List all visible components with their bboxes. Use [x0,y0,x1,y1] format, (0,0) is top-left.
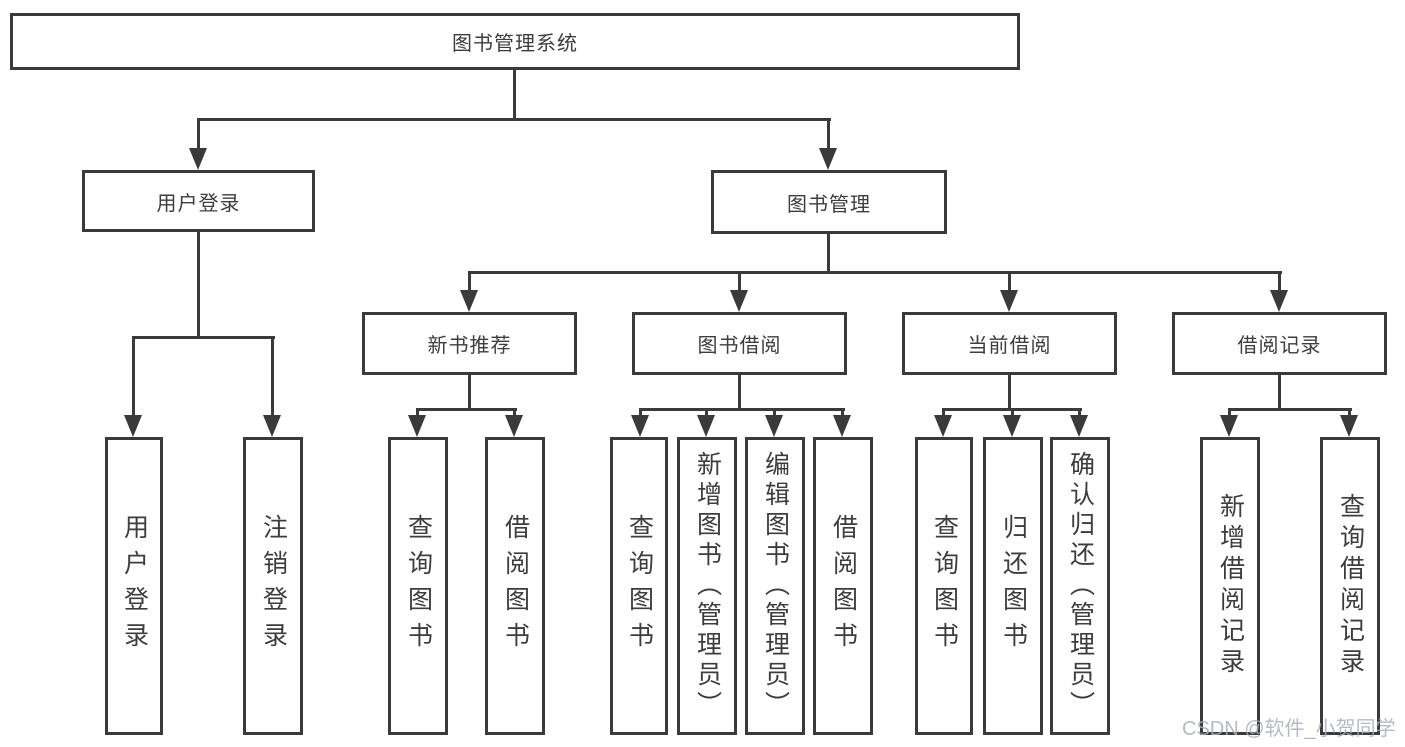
connector-line [468,271,471,293]
arrowhead-down-icon [505,415,523,437]
arrowhead-down-icon [765,415,783,437]
connector-line [639,408,642,420]
connector-line [1078,408,1081,420]
arrowhead-down-icon [189,148,207,170]
leaf-current-query-books: 查询图书 [915,437,973,735]
leaf-current-confirm-return-admin: 确认归还（管理员） [1050,437,1110,735]
leaf-recommend-query-books: 查询图书 [388,437,448,735]
connector-line [416,408,517,411]
connector-line [197,118,831,121]
leaf-logout: 注销登录 [243,437,303,735]
node-new-book-recommend: 新书推荐 [362,312,577,375]
node-label: 图书管理系统 [452,33,578,55]
arrowhead-down-icon [833,415,851,437]
connector-line [827,118,830,152]
arrowhead-down-icon [631,415,649,437]
arrowhead-down-icon [263,415,281,437]
connector-line [773,408,776,420]
node-label: 注销登录 [259,514,288,658]
node-label: 查询图书 [930,514,959,658]
leaf-borrowing-borrow-books: 借阅图书 [813,437,873,735]
node-book-borrowing: 图书借阅 [632,312,847,375]
node-label: 编辑图书（管理员） [761,451,790,721]
arrowhead-down-icon [819,148,837,170]
connector-line [738,373,741,411]
node-label: 图书管理 [787,193,871,216]
connector-line [1348,408,1351,420]
node-label: 新增图书（管理员） [693,451,722,721]
arrowhead-down-icon [1340,415,1358,437]
connector-line [942,408,945,420]
leaf-borrowing-add-books-admin: 新增图书（管理员） [677,437,737,735]
connector-line [416,408,419,420]
connector-line [132,336,275,339]
node-label: 当前借阅 [967,335,1052,357]
arrowhead-down-icon [124,415,142,437]
arrowhead-down-icon [934,415,952,437]
leaf-user-login: 用户登录 [105,437,163,735]
arrowhead-down-icon [697,415,715,437]
connector-line [841,408,844,420]
leaf-record-add-borrow-record: 新增借阅记录 [1200,437,1260,735]
connector-line [738,271,741,293]
node-label: 查询借阅记录 [1336,493,1365,679]
node-user-login: 用户登录 [82,170,315,232]
arrowhead-down-icon [408,415,426,437]
arrowhead-down-icon [1270,290,1288,312]
node-label: 查询图书 [625,514,654,658]
arrowhead-down-icon [1070,415,1088,437]
node-label: 新增借阅记录 [1216,493,1245,679]
connector-line [1278,271,1281,293]
node-borrowing-records: 借阅记录 [1172,312,1387,375]
connector-line [468,271,1282,274]
node-label: 借阅图书 [501,514,530,658]
connector-line [639,408,845,411]
arrowhead-down-icon [1220,415,1238,437]
connector-line [513,68,516,120]
connector-line [1008,373,1011,411]
connector-line [1228,408,1352,411]
leaf-record-query-borrow-record: 查询借阅记录 [1320,437,1380,735]
csdn-watermark: CSDN @软件_小贺同学 [1182,718,1396,740]
connector-line [827,234,830,274]
arrowhead-down-icon [730,290,748,312]
node-book-management-system: 图书管理系统 [10,13,1020,70]
leaf-current-return-books: 归还图书 [983,437,1043,735]
connector-line [705,408,708,420]
node-label: 借阅图书 [829,514,858,658]
node-label: 确认归还（管理员） [1066,451,1095,721]
node-label: 用户登录 [156,192,241,215]
leaf-recommend-borrow-books: 借阅图书 [485,437,545,735]
connector-line [197,118,200,152]
connector-line [197,232,200,339]
node-label: 借阅记录 [1237,335,1322,357]
connector-line [271,336,274,420]
node-current-borrowing: 当前借阅 [902,312,1117,375]
node-label: 归还图书 [999,514,1028,658]
arrowhead-down-icon [1003,415,1021,437]
node-label: 查询图书 [404,514,433,658]
node-label: 用户登录 [120,514,149,658]
connector-line [1278,373,1281,411]
leaf-borrowing-query-books: 查询图书 [610,437,668,735]
connector-line [1011,408,1014,420]
connector-line [1228,408,1231,420]
arrowhead-down-icon [1000,290,1018,312]
connector-line [132,336,135,420]
connector-line [1008,271,1011,293]
node-label: 图书借阅 [697,335,782,357]
leaf-borrowing-edit-books-admin: 编辑图书（管理员） [745,437,805,735]
connector-line [513,408,516,420]
node-book-management: 图书管理 [711,170,947,234]
arrowhead-down-icon [460,290,478,312]
connector-line [468,373,471,411]
node-label: 新书推荐 [427,335,512,357]
